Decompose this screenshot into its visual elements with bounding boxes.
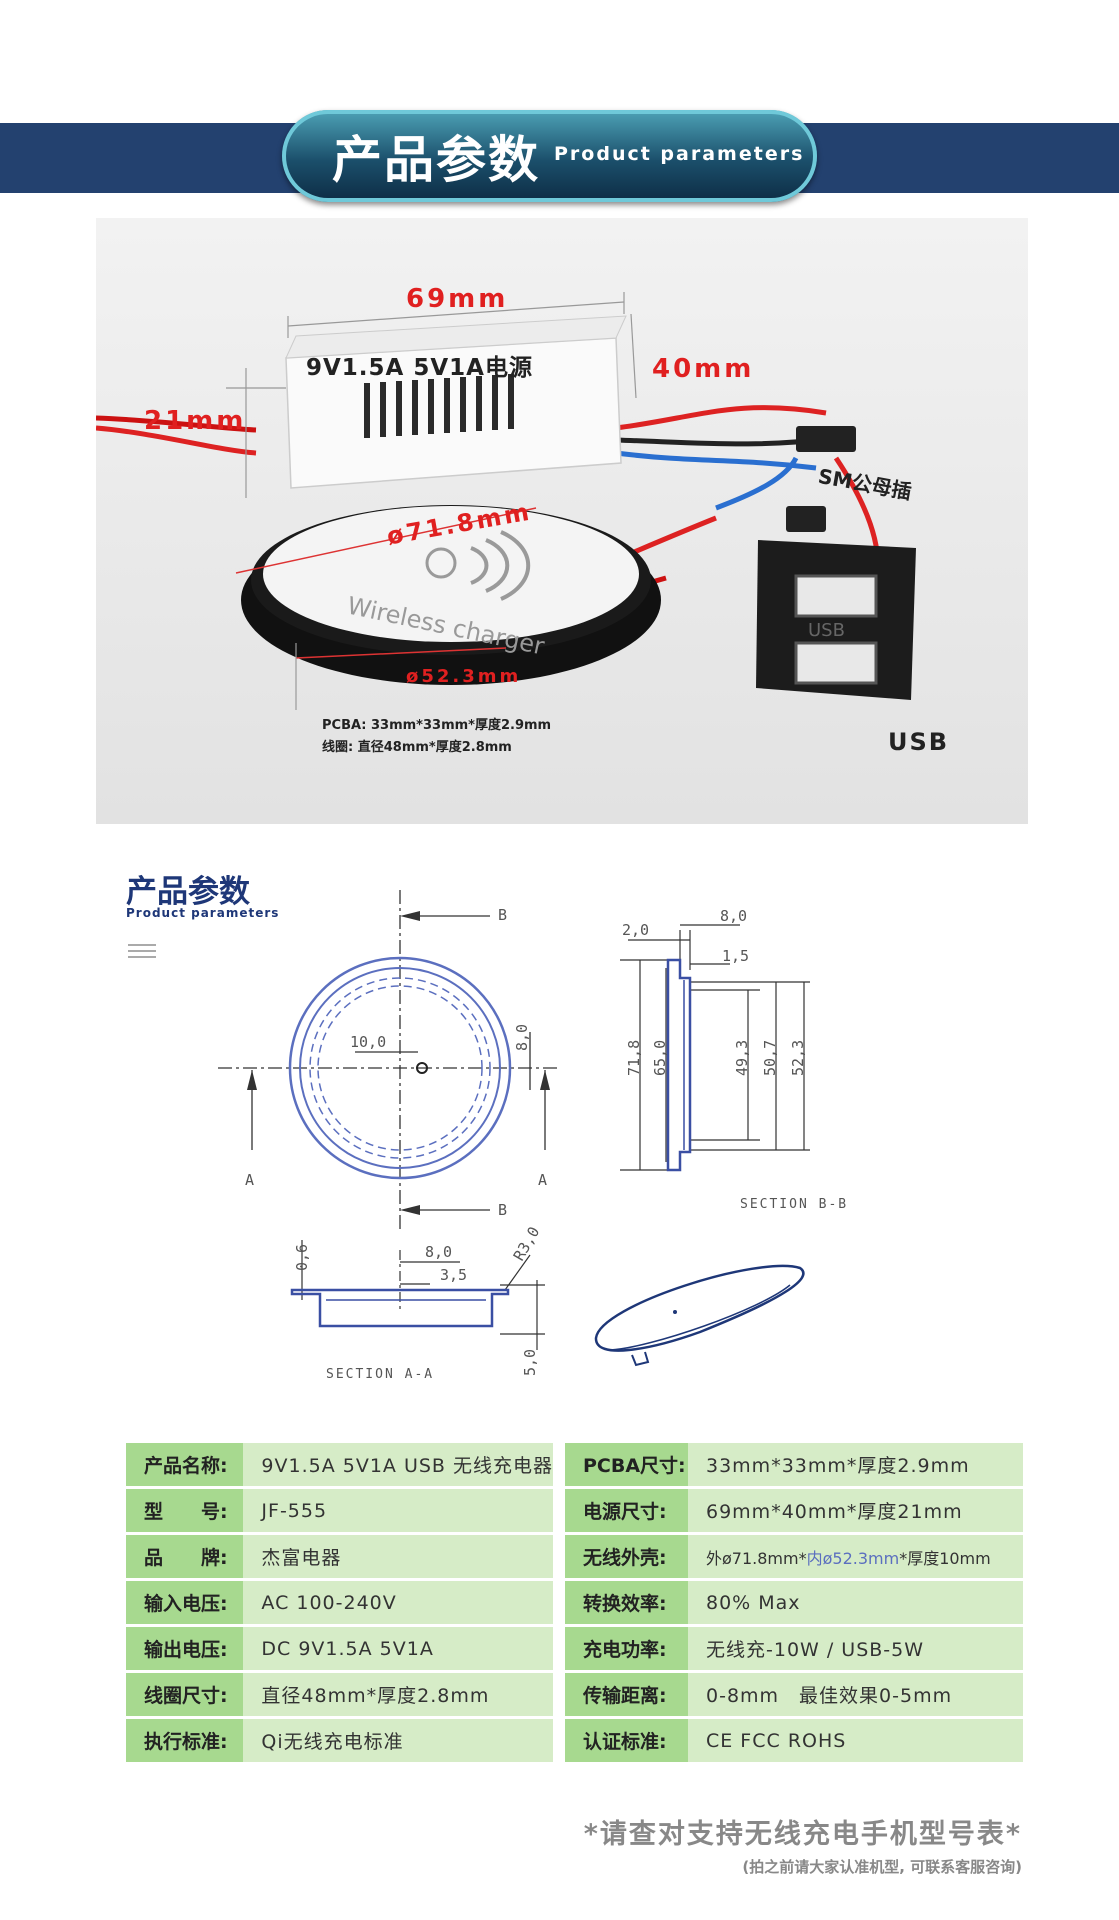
section-bb-label: SECTION B-B xyxy=(740,1197,848,1212)
spec-key: 品 牌: xyxy=(126,1535,244,1578)
spec-value: 直径48mm*厚度2.8mm xyxy=(243,1673,553,1716)
dim-r3: R3,0 xyxy=(510,1224,544,1264)
inner-dia: ø52.3mm xyxy=(406,666,522,687)
dim-2: 2,0 xyxy=(622,921,649,939)
dim-49-3: 49,3 xyxy=(733,1040,751,1076)
spec-table-left: 产品名称:9V1.5A 5V1A USB 无线充电器 型 号:JF-555 品 … xyxy=(126,1440,553,1765)
table-row: 产品名称:9V1.5A 5V1A USB 无线充电器 xyxy=(126,1443,553,1486)
dim-3-5: 3,5 xyxy=(440,1266,467,1284)
spec-value: 0-8mm 最佳效果0-5mm xyxy=(688,1673,1023,1716)
table-row: PCBA尺寸:33mm*33mm*厚度2.9mm xyxy=(565,1443,1023,1486)
arrow-a-left xyxy=(247,1070,257,1090)
spec-key: 电源尺寸: xyxy=(565,1489,688,1532)
spec-value: 33mm*33mm*厚度2.9mm xyxy=(688,1443,1023,1486)
technical-drawing: B B A A 10,0 8,0 2,0 8,0 1,5 71,8 65,0 4… xyxy=(218,890,848,1382)
spec-key: 产品名称: xyxy=(126,1443,244,1486)
shell-thickness: *厚度10mm xyxy=(899,1548,991,1568)
table-row: 输出电压:DC 9V1.5A 5V1A xyxy=(126,1627,553,1670)
spec-key: 输入电压: xyxy=(126,1581,244,1624)
dim-8-vertical: 8,0 xyxy=(513,1024,531,1051)
power-label: 9V1.5A 5V1A电源 xyxy=(306,355,533,381)
table-row: 认证标准:CE FCC ROHS xyxy=(565,1719,1023,1762)
spec-value: CE FCC ROHS xyxy=(688,1719,1023,1762)
dim-1-5: 1,5 xyxy=(722,947,749,965)
table-row: 转换效率:80% Max xyxy=(565,1581,1023,1624)
spec-value: Qi无线充电标准 xyxy=(243,1719,553,1762)
pcba-note: PCBA: 33mm*33mm*厚度2.9mm xyxy=(322,718,552,733)
spec-value: 杰富电器 xyxy=(243,1535,553,1578)
dim-5: 5,0 xyxy=(521,1349,539,1376)
section-aa-label: SECTION A-A xyxy=(326,1367,434,1382)
dim-10: 10,0 xyxy=(350,1033,386,1051)
dim-50-7: 50,7 xyxy=(761,1040,779,1076)
table-row: 电源尺寸:69mm*40mm*厚度21mm xyxy=(565,1489,1023,1532)
shell-inner: 内ø52.3mm xyxy=(806,1548,900,1568)
spec-key: 充电功率: xyxy=(565,1627,688,1670)
spec-value: 69mm*40mm*厚度21mm xyxy=(688,1489,1023,1532)
height-dim: 21mm xyxy=(144,406,247,436)
dim-71-8: 71,8 xyxy=(625,1040,643,1076)
table-row: 型 号:JF-555 xyxy=(126,1489,553,1532)
spec-value: JF-555 xyxy=(243,1489,553,1532)
label-a-left: A xyxy=(245,1171,254,1189)
spec-key: 转换效率: xyxy=(565,1581,688,1624)
spec-key: 认证标准: xyxy=(565,1719,688,1762)
dim-52-3: 52,3 xyxy=(789,1040,807,1076)
section-title-en: Product parameters xyxy=(126,906,280,920)
product-photo: Wireless charger USB 69mm 40mm 21mm 9V1.… xyxy=(96,218,1028,824)
section-title-zh: 产品参数 xyxy=(126,874,250,910)
spec-key: PCBA尺寸: xyxy=(565,1443,688,1486)
menu-icon xyxy=(128,944,156,962)
spec-table-right: PCBA尺寸:33mm*33mm*厚度2.9mm 电源尺寸:69mm*40mm*… xyxy=(565,1440,1023,1765)
label-a-right: A xyxy=(538,1171,547,1189)
spec-key: 无线外壳: xyxy=(565,1535,688,1578)
spec-key: 线圈尺寸: xyxy=(126,1673,244,1716)
spec-value: 80% Max xyxy=(688,1581,1023,1624)
dim-8-horizontal: 8,0 xyxy=(720,907,747,925)
label-b-top: B xyxy=(498,906,507,924)
footer-note: *请查对支持无线充电手机型号表* xyxy=(583,1819,1022,1850)
table-row: 线圈尺寸:直径48mm*厚度2.8mm xyxy=(126,1673,553,1716)
table-row: 无线外壳: 外ø71.8mm*内ø52.3mm*厚度10mm xyxy=(565,1535,1023,1578)
usb-label: USB xyxy=(888,728,950,756)
dim-65: 65,0 xyxy=(651,1040,669,1076)
header-pill: 产品参数 Product parameters xyxy=(282,110,817,202)
arrow-b-top xyxy=(400,911,420,921)
spec-value: AC 100-240V xyxy=(243,1581,553,1624)
spec-value: 9V1.5A 5V1A USB 无线充电器 xyxy=(243,1443,553,1486)
spec-value-shell: 外ø71.8mm*内ø52.3mm*厚度10mm xyxy=(688,1535,1023,1578)
spec-key: 型 号: xyxy=(126,1489,244,1532)
table-row: 执行标准:Qi无线充电标准 xyxy=(126,1719,553,1762)
spec-key: 传输距离: xyxy=(565,1673,688,1716)
footer-subnote: (拍之前请大家认准机型, 可联系客服咨询) xyxy=(742,1858,1022,1876)
dim-8-section-aa: 8,0 xyxy=(425,1243,452,1261)
table-row: 输入电压:AC 100-240V xyxy=(126,1581,553,1624)
length-dim: 69mm xyxy=(406,284,509,314)
spec-value: 无线充-10W / USB-5W xyxy=(688,1627,1023,1670)
spec-key: 执行标准: xyxy=(126,1719,244,1762)
arrow-b-bottom xyxy=(400,1205,420,1215)
table-row: 充电功率:无线充-10W / USB-5W xyxy=(565,1627,1023,1670)
product-illustration: Wireless charger USB xyxy=(96,292,916,710)
usb-port-text: USB xyxy=(808,620,845,641)
shell-outer: 外ø71.8mm* xyxy=(706,1548,807,1568)
spec-value: DC 9V1.5A 5V1A xyxy=(243,1627,553,1670)
coil-note: 线圈: 直径48mm*厚度2.8mm xyxy=(322,740,512,755)
label-b-bottom: B xyxy=(498,1201,507,1219)
width-dim: 40mm xyxy=(652,354,755,384)
header-title-en: Product parameters xyxy=(554,143,805,165)
table-row: 品 牌:杰富电器 xyxy=(126,1535,553,1578)
table-row: 传输距离:0-8mm 最佳效果0-5mm xyxy=(565,1673,1023,1716)
dim-0-6: 0,6 xyxy=(293,1244,311,1271)
arrow-a-right xyxy=(540,1070,550,1090)
header-title-zh: 产品参数 xyxy=(332,131,540,189)
spec-key: 输出电压: xyxy=(126,1627,244,1670)
